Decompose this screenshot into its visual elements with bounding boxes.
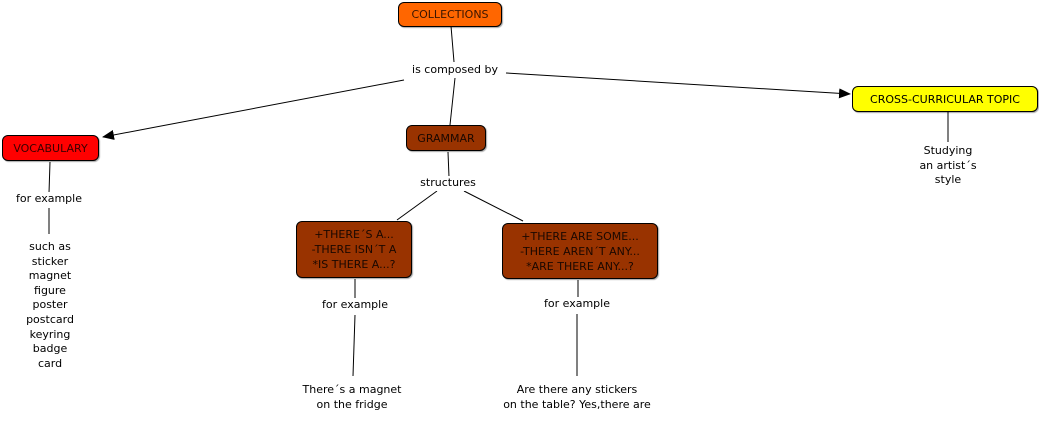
link-phrase-cross [505, 72, 851, 99]
link-phrase-grammar [449, 77, 456, 126]
concept-there-is[interactable]: +THERE´S A... -THERE ISN´T A *IS THERE A… [296, 221, 412, 278]
concept-cross-curricular-topic[interactable]: CROSS-CURRICULAR TOPIC [852, 86, 1038, 112]
linking-phrase-vocab-for-example[interactable]: for example [16, 192, 82, 207]
leaf-stickers-example[interactable]: Are there any stickers on the table? Yes… [503, 383, 651, 413]
linking-phrase-is-composed-by[interactable]: is composed by [412, 63, 498, 78]
concept-collections[interactable]: COLLECTIONS [398, 2, 502, 27]
concept-there-are-label: +THERE ARE SOME... -THERE AREN´T ANY... … [520, 229, 640, 273]
concept-grammar-label: GRAMMAR [417, 131, 475, 145]
link-thereis-example [352, 314, 356, 377]
concept-collections-label: COLLECTIONS [411, 8, 489, 21]
concept-grammar[interactable]: GRAMMAR [406, 125, 486, 151]
linking-phrase-there-are-for-example[interactable]: for example [544, 297, 610, 312]
leaf-magnet-example[interactable]: There´s a magnet on the fridge [302, 383, 402, 413]
linking-phrase-there-is-for-example[interactable]: for example [322, 298, 388, 313]
concept-vocabulary-label: VOCABULARY [13, 141, 88, 155]
link-phrase-vocabulary [102, 79, 405, 140]
concept-there-is-label: +THERE´S A... -THERE ISN´T A *IS THERE A… [311, 228, 397, 271]
link-vocab-phrase [48, 161, 51, 194]
link-grammar-structures [447, 151, 450, 178]
leaf-artist-style[interactable]: Studying an artist´s style [919, 144, 977, 188]
link-structures-thereare [463, 190, 524, 222]
concept-there-are[interactable]: +THERE ARE SOME... -THERE AREN´T ANY... … [502, 223, 658, 279]
leaf-vocab-list[interactable]: such as sticker magnet figure poster pos… [26, 240, 74, 372]
linking-phrase-structures[interactable]: structures [420, 176, 476, 191]
link-collections-phrase [450, 25, 455, 63]
concept-cross-curricular-label: CROSS-CURRICULAR TOPIC [870, 92, 1020, 106]
concept-vocabulary[interactable]: VOCABULARY [2, 135, 99, 161]
link-structures-thereis [396, 190, 438, 221]
